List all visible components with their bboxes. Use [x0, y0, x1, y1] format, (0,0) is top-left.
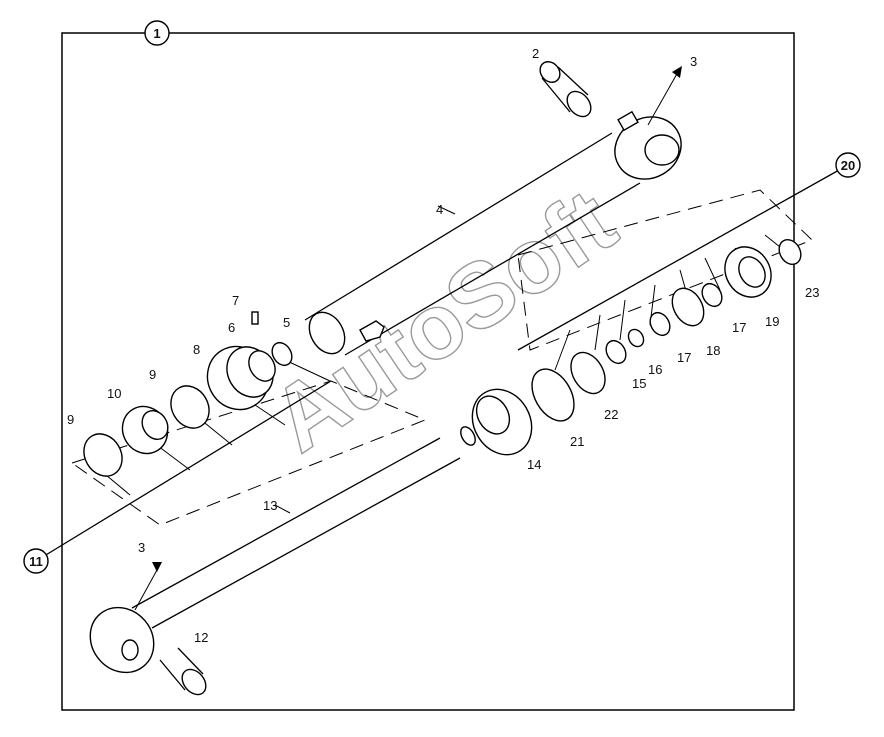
label-4: 4 — [436, 202, 443, 217]
piston-rod — [89, 426, 476, 674]
label-15: 15 — [632, 376, 646, 391]
label-17-lower: 17 — [677, 350, 691, 365]
svg-text:1: 1 — [153, 26, 160, 41]
piston-seals — [531, 238, 802, 422]
part-labels: 2 3 4 5 6 7 8 9 10 9 13 3 12 14 21 22 15… — [67, 46, 819, 645]
label-19: 19 — [765, 314, 779, 329]
label-3-top: 3 — [690, 54, 697, 69]
label-9-lower: 9 — [67, 412, 74, 427]
diagram-frame — [61, 32, 795, 711]
piston-14 — [471, 388, 533, 456]
callout-11: 11 — [23, 548, 49, 574]
label-14: 14 — [527, 457, 541, 472]
gland-assembly — [83, 311, 293, 477]
marker-3-top-icon — [672, 66, 682, 78]
seal-kit-group-right — [517, 189, 813, 351]
label-10: 10 — [107, 386, 121, 401]
label-7: 7 — [232, 293, 239, 308]
bushing-2 — [539, 61, 592, 118]
label-18: 18 — [706, 343, 720, 358]
label-12: 12 — [194, 630, 208, 645]
bushing-12 — [159, 647, 207, 696]
marker-3-bottom-icon — [152, 562, 162, 572]
label-21: 21 — [570, 434, 584, 449]
svg-text:11: 11 — [29, 554, 43, 569]
cylinder-barrel — [304, 110, 682, 356]
callout-1: 1 — [144, 20, 170, 46]
svg-text:20: 20 — [841, 158, 855, 173]
label-2: 2 — [532, 46, 539, 61]
label-8: 8 — [193, 342, 200, 357]
label-9-upper: 9 — [149, 367, 156, 382]
label-23: 23 — [805, 285, 819, 300]
label-17-upper: 17 — [732, 320, 746, 335]
label-13: 13 — [263, 498, 277, 513]
label-5: 5 — [283, 315, 290, 330]
label-6: 6 — [228, 320, 235, 335]
label-16: 16 — [648, 362, 662, 377]
callout-20: 20 — [835, 152, 861, 178]
label-3-bottom: 3 — [138, 540, 145, 555]
label-22: 22 — [604, 407, 618, 422]
